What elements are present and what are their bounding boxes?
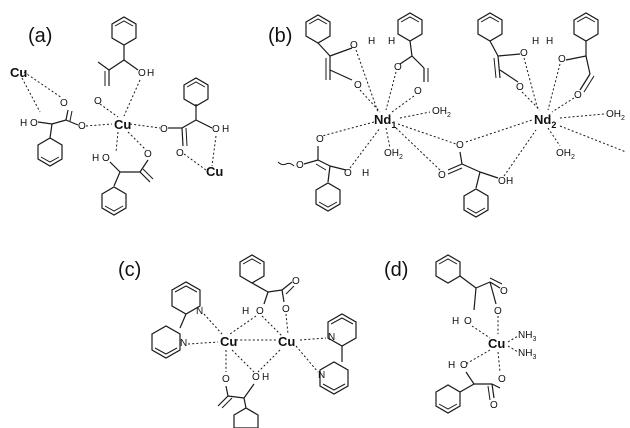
atom-o-a5: O [78, 121, 86, 132]
metal-nd-2: Nd2 [534, 112, 556, 130]
water-b-2: OH2 [384, 148, 403, 161]
atom-h-c2: H [242, 306, 249, 317]
atom-o-d5: O [498, 374, 506, 385]
polymer-continuation-left [277, 161, 295, 167]
panel-label-a: (a) [28, 25, 52, 47]
atom-o-b6: O [296, 160, 304, 171]
atom-o-b5: O [316, 134, 324, 145]
phenyl-ring-a-top [111, 16, 137, 46]
phenyl-ring-b-3 [315, 182, 341, 212]
atom-o-b11: O [520, 48, 528, 59]
metal-cu-d: Cu [488, 336, 505, 351]
phenyl-ring-d-bottom [435, 384, 461, 414]
atom-o-b2: O [354, 80, 362, 91]
atom-o-a6: O [160, 124, 168, 135]
atom-h-b7: H [362, 168, 369, 179]
metal-cu-center: Cu [114, 117, 131, 132]
atom-o-c4: O [222, 374, 230, 385]
atom-h-b10: H [506, 176, 513, 187]
atom-o-a10: O [144, 149, 152, 160]
phenyl-ring-b-2 [397, 12, 423, 42]
phenyl-ring-b-4 [463, 188, 489, 218]
atom-h-c5: H [262, 372, 269, 383]
phenyl-ring-a-left [37, 137, 63, 167]
atom-o-a3: O [60, 98, 68, 109]
atom-o-c1: O [292, 276, 300, 287]
panel-label-d: (d) [384, 259, 408, 281]
atom-h-a7: H [222, 124, 229, 135]
atom-h-b13: H [546, 36, 553, 47]
atom-o-b9: O [438, 170, 446, 181]
phenyl-ring-c-bottom [233, 407, 259, 428]
panel-a: (a) O O H Cu Cu O H O O O [10, 16, 229, 216]
atom-h-d3: H [452, 316, 459, 327]
atom-o-d3: O [464, 316, 472, 327]
atom-h-a2: H [147, 68, 154, 79]
atom-o-a7: O [212, 124, 220, 135]
phenyl-ring-b-1 [305, 14, 331, 44]
pyridine-ring-c-2 [151, 325, 181, 359]
atom-n-c3: N [328, 332, 335, 343]
phenyl-ring-c-top [239, 254, 265, 284]
panel-b: (b) Nd1 Nd2 O H O H O O OH2 OH2 [268, 12, 627, 218]
metal-cu-c-right: Cu [278, 334, 295, 349]
atom-o-c5: O [252, 372, 260, 383]
pyridine-ring-c-1 [171, 281, 201, 315]
ammine-d-2: NH3 [518, 348, 536, 361]
atom-o-d1: O [500, 286, 508, 297]
atom-o-a2: O [138, 68, 146, 79]
atom-o-c3: O [282, 304, 290, 315]
atom-o-c2: O [256, 306, 264, 317]
atom-o-b3: O [394, 62, 402, 73]
atom-h-a4: H [20, 118, 27, 129]
water-b-3: OH2 [606, 109, 625, 122]
atom-h-b11: H [532, 36, 539, 47]
ammine-d-1: NH3 [518, 330, 536, 343]
atom-o-b12: O [516, 82, 524, 93]
atom-h-a9: H [92, 153, 99, 164]
atom-o-b4: O [414, 86, 422, 97]
metal-cu-c-left: Cu [220, 334, 237, 349]
metal-cu-right: Cu [206, 164, 223, 179]
phenyl-ring-a-bottom [101, 186, 127, 216]
atom-o-b7: O [344, 168, 352, 179]
panel-label-b: (b) [268, 25, 292, 47]
atom-n-c4: N [318, 370, 325, 381]
polymer-continuation-right [559, 125, 627, 153]
atom-n-c2: N [180, 338, 187, 349]
atom-o-b13: O [558, 54, 566, 65]
pyridine-ring-c-4 [319, 361, 349, 395]
metal-cu-left: Cu [10, 65, 27, 80]
atom-o-a9: O [102, 153, 110, 164]
water-b-1: OH2 [432, 106, 451, 119]
metal-nd-1: Nd1 [374, 112, 396, 130]
panel-d: (d) O O H O Cu NH3 NH3 H O O O [384, 254, 536, 414]
atom-o-a8: O [176, 148, 184, 159]
atom-o-d4: O [460, 360, 468, 371]
atom-o-d6: O [490, 400, 498, 411]
panel-c: (c) Cu Cu N N O H O O N N [118, 254, 357, 428]
panel-label-c: (c) [118, 259, 141, 281]
pyridine-ring-c-3 [327, 313, 357, 347]
atom-h-b1: H [368, 36, 375, 47]
atom-h-d4: H [448, 360, 455, 371]
atom-o-b1: O [350, 40, 358, 51]
atom-o-b8: O [456, 140, 464, 151]
atom-h-b3: H [388, 36, 395, 47]
phenyl-ring-a-right [183, 77, 209, 107]
atom-o-a4: O [30, 118, 38, 129]
atom-o-b14: O [574, 90, 582, 101]
water-b-4: OH2 [556, 148, 575, 161]
phenyl-ring-b-5 [477, 12, 503, 42]
phenyl-ring-b-6 [573, 12, 599, 42]
atom-n-c1: N [196, 306, 203, 317]
atom-o-a1: O [94, 96, 102, 107]
atom-o-b10: O [498, 176, 506, 187]
atom-o-d2: O [494, 306, 502, 317]
